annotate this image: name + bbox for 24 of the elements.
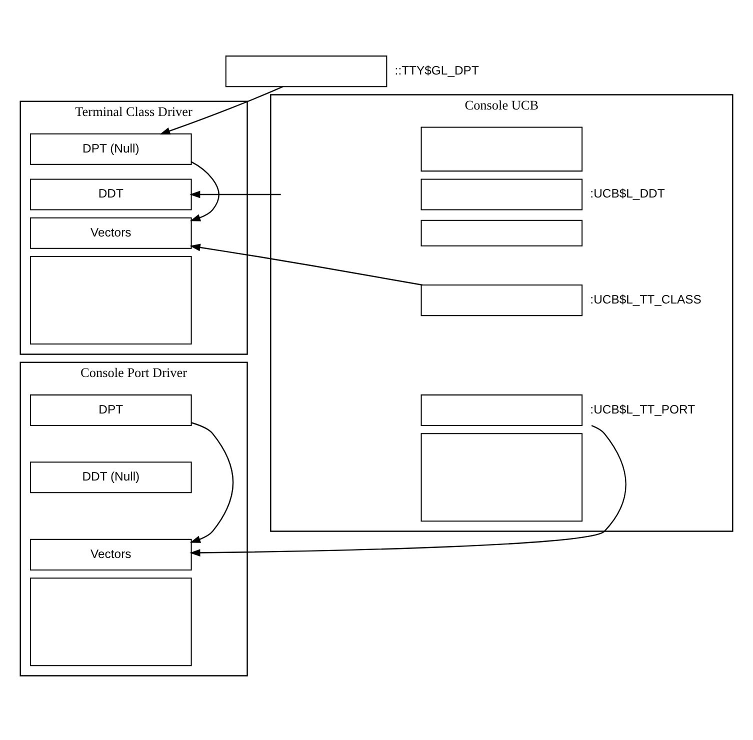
node-box bbox=[420, 394, 583, 426]
node-box: DDT (Null) bbox=[30, 462, 192, 494]
node-box: Vectors bbox=[30, 538, 192, 570]
node-box bbox=[420, 284, 583, 316]
node-box bbox=[420, 178, 583, 210]
node-box bbox=[420, 433, 583, 522]
node-box: DPT (Null) bbox=[30, 133, 192, 165]
node-label: :UCB$L_TT_CLASS bbox=[590, 292, 702, 306]
node-box bbox=[30, 578, 192, 666]
node-box bbox=[420, 126, 583, 172]
arrow bbox=[190, 425, 626, 556]
node-box bbox=[420, 220, 583, 246]
node-box: Vectors bbox=[30, 217, 192, 249]
node-box bbox=[225, 56, 388, 88]
arrow bbox=[190, 161, 220, 222]
arrow bbox=[190, 422, 234, 543]
arrow bbox=[190, 190, 281, 198]
node-label: ::TTY$GL_DPT bbox=[394, 63, 479, 78]
arrow bbox=[190, 244, 423, 286]
node-box: DDT bbox=[30, 178, 192, 210]
node-label: :UCB$L_TT_PORT bbox=[590, 402, 696, 416]
node-label: :UCB$L_DDT bbox=[590, 186, 665, 201]
node-box bbox=[30, 256, 192, 345]
node-box: DPT bbox=[30, 394, 192, 426]
